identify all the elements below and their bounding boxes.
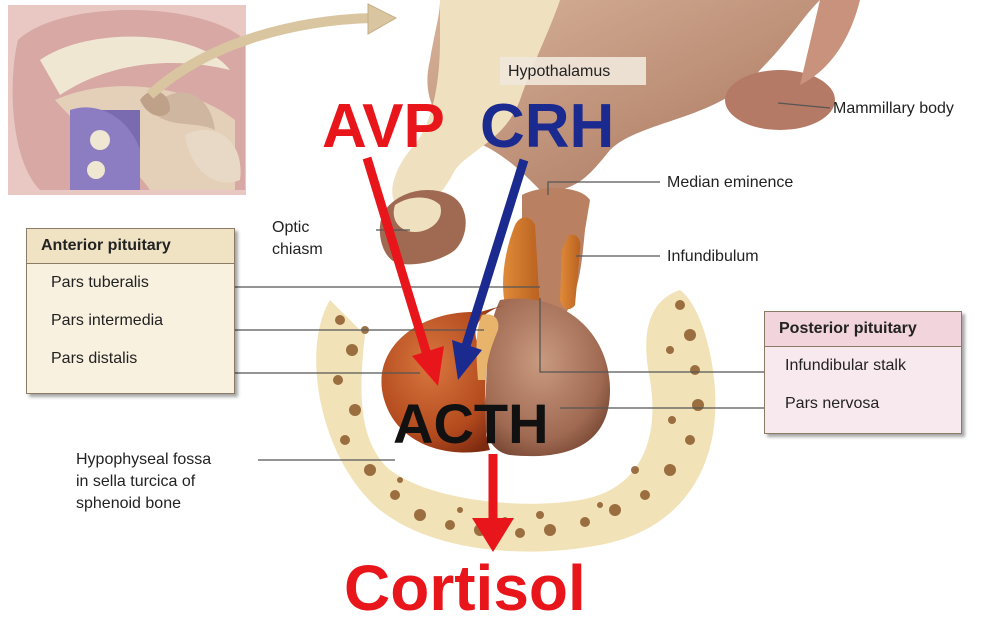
cortisol-label: Cortisol xyxy=(344,556,586,620)
anterior-pituitary-box: Anterior pituitary Pars tuberalis Pars i… xyxy=(26,228,235,394)
optic-chiasm-label-line1: Optic xyxy=(272,218,309,237)
fossa-label-line3: sphenoid bone xyxy=(76,494,181,513)
posterior-pituitary-title: Posterior pituitary xyxy=(765,312,961,347)
optic-chiasm-label-line2: chiasm xyxy=(272,240,323,259)
infundibular-stalk-label: Infundibular stalk xyxy=(765,347,961,385)
crh-label: CRH xyxy=(480,96,614,158)
mammillary-body-label: Mammillary body xyxy=(833,99,954,118)
posterior-pituitary-box: Posterior pituitary Infundibular stalk P… xyxy=(764,311,962,434)
acth-label: ACTH xyxy=(393,396,549,452)
infundibulum-stalk xyxy=(503,188,590,315)
hypothalamus-label: Hypothalamus xyxy=(508,62,610,81)
pars-tuberalis-label: Pars tuberalis xyxy=(27,264,234,302)
avp-label: AVP xyxy=(322,96,445,158)
fossa-label-line1: Hypophyseal fossa xyxy=(76,450,211,469)
pars-intermedia-label: Pars intermedia xyxy=(27,302,234,340)
pars-nervosa-label: Pars nervosa xyxy=(765,385,961,423)
hypothalamus-tissue xyxy=(380,0,860,264)
fossa-label-line2: in sella turcica of xyxy=(76,472,195,491)
pars-distalis-label: Pars distalis xyxy=(27,340,234,378)
anterior-pituitary-title: Anterior pituitary xyxy=(27,229,234,264)
infundibulum-label: Infundibulum xyxy=(667,247,759,266)
median-eminence-label: Median eminence xyxy=(667,173,793,192)
brain-inset xyxy=(8,5,246,195)
